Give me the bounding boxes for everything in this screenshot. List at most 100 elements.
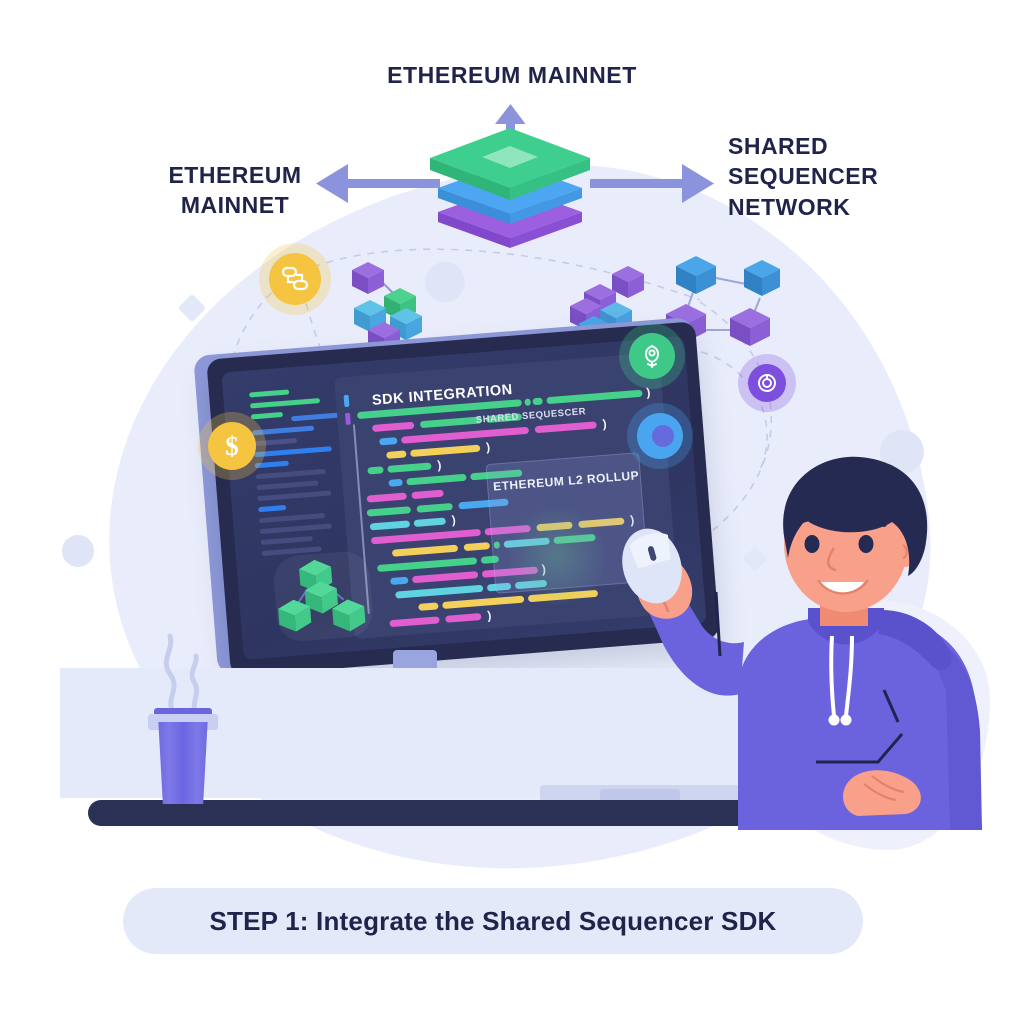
data-sphere-icon[interactable] [627, 403, 693, 469]
transaction-link-icon[interactable] [259, 243, 331, 315]
code-line [442, 595, 525, 610]
code-line [389, 616, 440, 628]
code-line [411, 571, 479, 584]
cube [730, 308, 770, 346]
code-line [524, 398, 531, 406]
diagram-right-label: SHARED SEQUENCER NETWORK [728, 131, 988, 222]
sphere-glyph-icon [652, 425, 674, 447]
keyboard-keys [600, 789, 680, 801]
stack-layer-top-icon [430, 128, 590, 200]
code-line [395, 584, 484, 599]
developer-character [622, 456, 982, 830]
hoodie-seam [882, 689, 900, 723]
code-line [534, 421, 597, 434]
eyebrow [793, 514, 831, 527]
arrow-right-icon [590, 164, 714, 203]
diagram-arrows-and-stack [316, 104, 714, 248]
code-line [387, 462, 432, 473]
cube [744, 260, 780, 296]
eyebrow [845, 514, 887, 527]
eye-left [804, 535, 820, 553]
badge-halo [198, 412, 266, 480]
validator-shield-icon[interactable] [619, 323, 685, 389]
right-label-line-1: SHARED [728, 133, 829, 159]
code-line [413, 517, 447, 528]
code-line [416, 502, 453, 513]
code-paren: ) [645, 385, 651, 400]
code-line [376, 557, 478, 573]
cube-group [352, 262, 422, 354]
left-label-line-1: ETHEREUM [168, 162, 302, 188]
cube [352, 262, 384, 294]
shield-glyph-icon [645, 344, 659, 368]
diagram-left-label: ETHEREUM MAINNET [120, 160, 350, 221]
caption-pill: STEP 1: Integrate the Shared Sequencer S… [123, 888, 863, 954]
coffee-cup [158, 722, 208, 804]
code-paren: ) [485, 439, 491, 455]
caption-text: STEP 1: Integrate the Shared Sequencer S… [209, 905, 777, 936]
code-line [388, 478, 403, 487]
code-line [390, 576, 409, 586]
nose [827, 547, 837, 572]
hood-back [878, 610, 952, 671]
code-line [418, 602, 439, 611]
settings-target-icon[interactable] [738, 354, 796, 412]
mouse-wheel [647, 546, 657, 561]
cube [676, 256, 716, 294]
dollar-coin-icon[interactable]: $ [198, 412, 266, 480]
code-paren: ) [436, 457, 442, 472]
drawstring-tip [840, 714, 852, 726]
code-line [369, 520, 411, 531]
decorative-dot [62, 535, 94, 567]
code-line [546, 389, 643, 405]
code-paren: ) [602, 416, 608, 431]
cube [612, 266, 644, 298]
code-line [401, 426, 530, 444]
coffee-lid-top [154, 708, 212, 716]
code-line [366, 492, 407, 503]
code-line [370, 528, 482, 545]
target-glyph-icon [758, 374, 776, 392]
code-line [411, 489, 444, 500]
code-line [463, 542, 491, 552]
left-label-line-2: MAINNET [180, 192, 290, 219]
code-paren: ) [486, 608, 492, 623]
code-line [406, 473, 467, 486]
diagram-top-label: ETHEREUM MAINNET [387, 62, 637, 88]
hand-crease [871, 775, 905, 794]
code-line [379, 437, 398, 446]
dollar-glyph: $ [225, 430, 239, 461]
code-line [391, 544, 459, 557]
monitor-screen[interactable]: SDK INTEGRATION ) ) ) ) [221, 336, 707, 660]
cube [354, 300, 386, 332]
code-line [386, 450, 407, 459]
drawstring-tip [828, 714, 840, 726]
drawstring [844, 635, 854, 717]
hand-right [843, 770, 921, 816]
node-cluster-left [352, 262, 422, 354]
ear-detail [902, 544, 908, 559]
right-label-line-2: SEQUENCER [728, 163, 879, 190]
code-line [371, 421, 415, 432]
code-paren: ) [451, 512, 457, 528]
code-line [419, 416, 483, 429]
arrow-left-icon [316, 164, 440, 203]
badge-halo [738, 354, 796, 412]
mouth-line [817, 579, 869, 595]
drawstring [829, 635, 836, 717]
code-line [445, 613, 482, 623]
hand-crease [863, 783, 897, 802]
eye-right [858, 535, 874, 553]
right-label-line-3: NETWORK [728, 193, 851, 220]
badge-halo [259, 243, 331, 315]
hoodie-shade [920, 630, 982, 830]
code-line [367, 466, 384, 475]
sleeve-seam [714, 591, 722, 657]
code-line [410, 444, 481, 458]
steam-icon [163, 633, 201, 719]
code-line [532, 397, 543, 406]
cube [332, 599, 366, 632]
hoodie-pocket [816, 733, 904, 764]
cube [278, 599, 312, 632]
